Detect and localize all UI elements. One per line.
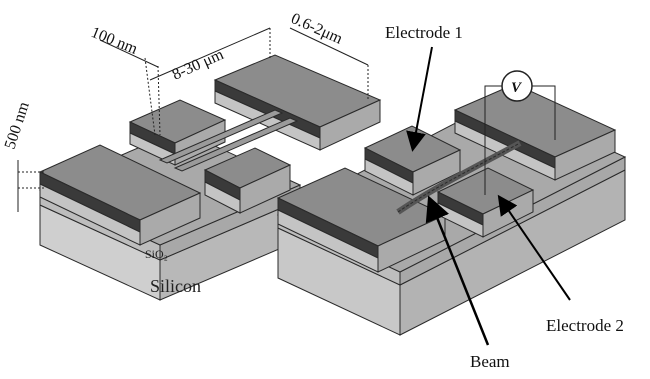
right-chip	[276, 83, 627, 336]
dim-gap-label: 100 nm	[89, 24, 141, 58]
voltmeter: V	[484, 70, 556, 195]
dim-height-label: 500 nm	[2, 99, 33, 151]
oxide-label: SiO₂	[145, 247, 168, 261]
left-chip	[38, 54, 382, 301]
dim-length-label: 8-30 μm	[170, 46, 227, 84]
dim-gap-ext2	[157, 65, 161, 136]
left-beam-1	[158, 109, 284, 164]
suspended-beam-edge	[397, 142, 521, 213]
dim-width-line	[289, 27, 369, 66]
dim-gap-ext1	[144, 57, 156, 136]
voltmeter-symbol: V	[511, 80, 523, 96]
electrode1-label: Electrode 1	[385, 23, 463, 42]
voltmeter-wire-right	[532, 85, 556, 140]
left-back-large-pad-side	[319, 99, 381, 151]
dim-length-line	[149, 27, 271, 81]
electrode1-arrow	[406, 46, 433, 152]
right-back-pad-side	[554, 129, 616, 181]
voltmeter-wire-left	[484, 85, 502, 195]
beam-label: Beam	[470, 352, 510, 371]
left-beam-2	[173, 117, 299, 172]
electrode2-label: Electrode 2	[546, 316, 624, 335]
dimension-lines	[17, 27, 369, 212]
dim-width-label: 0.6-2μm	[288, 10, 345, 48]
dim-gap-line	[99, 39, 159, 68]
beam-arrow	[425, 195, 490, 346]
substrate-label: Silicon	[150, 276, 201, 296]
electrode2-arrow	[497, 194, 571, 301]
left-big-pad-side	[139, 192, 201, 246]
left-small-pad-side	[239, 164, 291, 214]
